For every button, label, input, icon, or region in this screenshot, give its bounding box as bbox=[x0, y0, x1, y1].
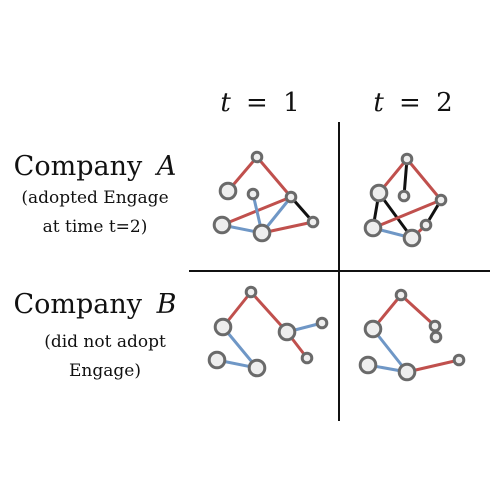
svg-text:Company B: Company B bbox=[14, 289, 177, 320]
edge-red-n1-n4 bbox=[255, 155, 293, 199]
node-n6 bbox=[397, 362, 417, 382]
svg-text:t = 1: t = 1 bbox=[220, 88, 299, 118]
edge-red-n1-n3 bbox=[399, 293, 437, 328]
node-n7 bbox=[402, 228, 422, 248]
node-n5 bbox=[212, 215, 232, 235]
svg-text:t = 2: t = 2 bbox=[373, 88, 452, 118]
node-n6 bbox=[252, 223, 272, 243]
row-b-title: Company bbox=[14, 289, 143, 320]
node-n4 bbox=[429, 330, 443, 344]
node-n2 bbox=[363, 319, 383, 339]
edge-red-n1-n4 bbox=[405, 157, 443, 202]
node-n7 bbox=[452, 353, 466, 367]
node-n4 bbox=[284, 190, 298, 204]
col1-val: 1 bbox=[283, 88, 300, 118]
column-header-t1: t = 1 bbox=[220, 88, 299, 118]
node-n1 bbox=[244, 285, 258, 299]
row-label-company-b: Company B (did not adopt Engage) bbox=[14, 289, 177, 381]
col2-op: = bbox=[399, 88, 421, 118]
row-b-sub-2: Engage) bbox=[69, 361, 141, 381]
row-label-company-a: Company A (adopted Engage at time t=2) bbox=[14, 151, 177, 237]
node-n1 bbox=[394, 288, 408, 302]
graph-company-b-t2 bbox=[358, 288, 466, 382]
column-header-t2: t = 2 bbox=[373, 88, 452, 118]
node-n4 bbox=[434, 193, 448, 207]
node-n4 bbox=[315, 316, 329, 330]
node-n3 bbox=[369, 183, 389, 203]
node-n3 bbox=[428, 319, 442, 333]
node-n3 bbox=[277, 322, 297, 342]
node-n7 bbox=[306, 215, 320, 229]
node-n2 bbox=[218, 181, 238, 201]
node-n6 bbox=[419, 218, 433, 232]
node-n1 bbox=[400, 152, 414, 166]
node-n7 bbox=[300, 351, 314, 365]
col2-val: 2 bbox=[436, 88, 453, 118]
node-n5 bbox=[358, 355, 378, 375]
col1-op: = bbox=[246, 88, 268, 118]
row-b-sub-1: (did not adopt bbox=[44, 332, 166, 352]
node-n6 bbox=[247, 358, 267, 378]
edge-red-n4-n5 bbox=[371, 198, 443, 230]
graph-company-b-t1 bbox=[207, 285, 329, 378]
node-n3 bbox=[246, 187, 260, 201]
node-n2 bbox=[213, 317, 233, 337]
node-n2 bbox=[397, 189, 411, 203]
row-b-var: B bbox=[156, 289, 177, 320]
col1-var: t bbox=[220, 88, 231, 118]
col2-var: t bbox=[373, 88, 384, 118]
svg-text:Company A: Company A bbox=[14, 151, 177, 182]
graph-company-a-t2 bbox=[363, 152, 448, 248]
row-a-sub-1: (adopted Engage bbox=[21, 188, 168, 208]
graph-company-a-t1 bbox=[212, 150, 320, 243]
row-a-var: A bbox=[154, 151, 177, 182]
node-n5 bbox=[207, 350, 227, 370]
edge-black-n3-n7 bbox=[377, 191, 414, 240]
row-a-sub-2: at time t=2) bbox=[43, 217, 148, 237]
node-n5 bbox=[363, 218, 383, 238]
row-a-title: Company bbox=[14, 151, 143, 182]
node-n1 bbox=[250, 150, 264, 164]
